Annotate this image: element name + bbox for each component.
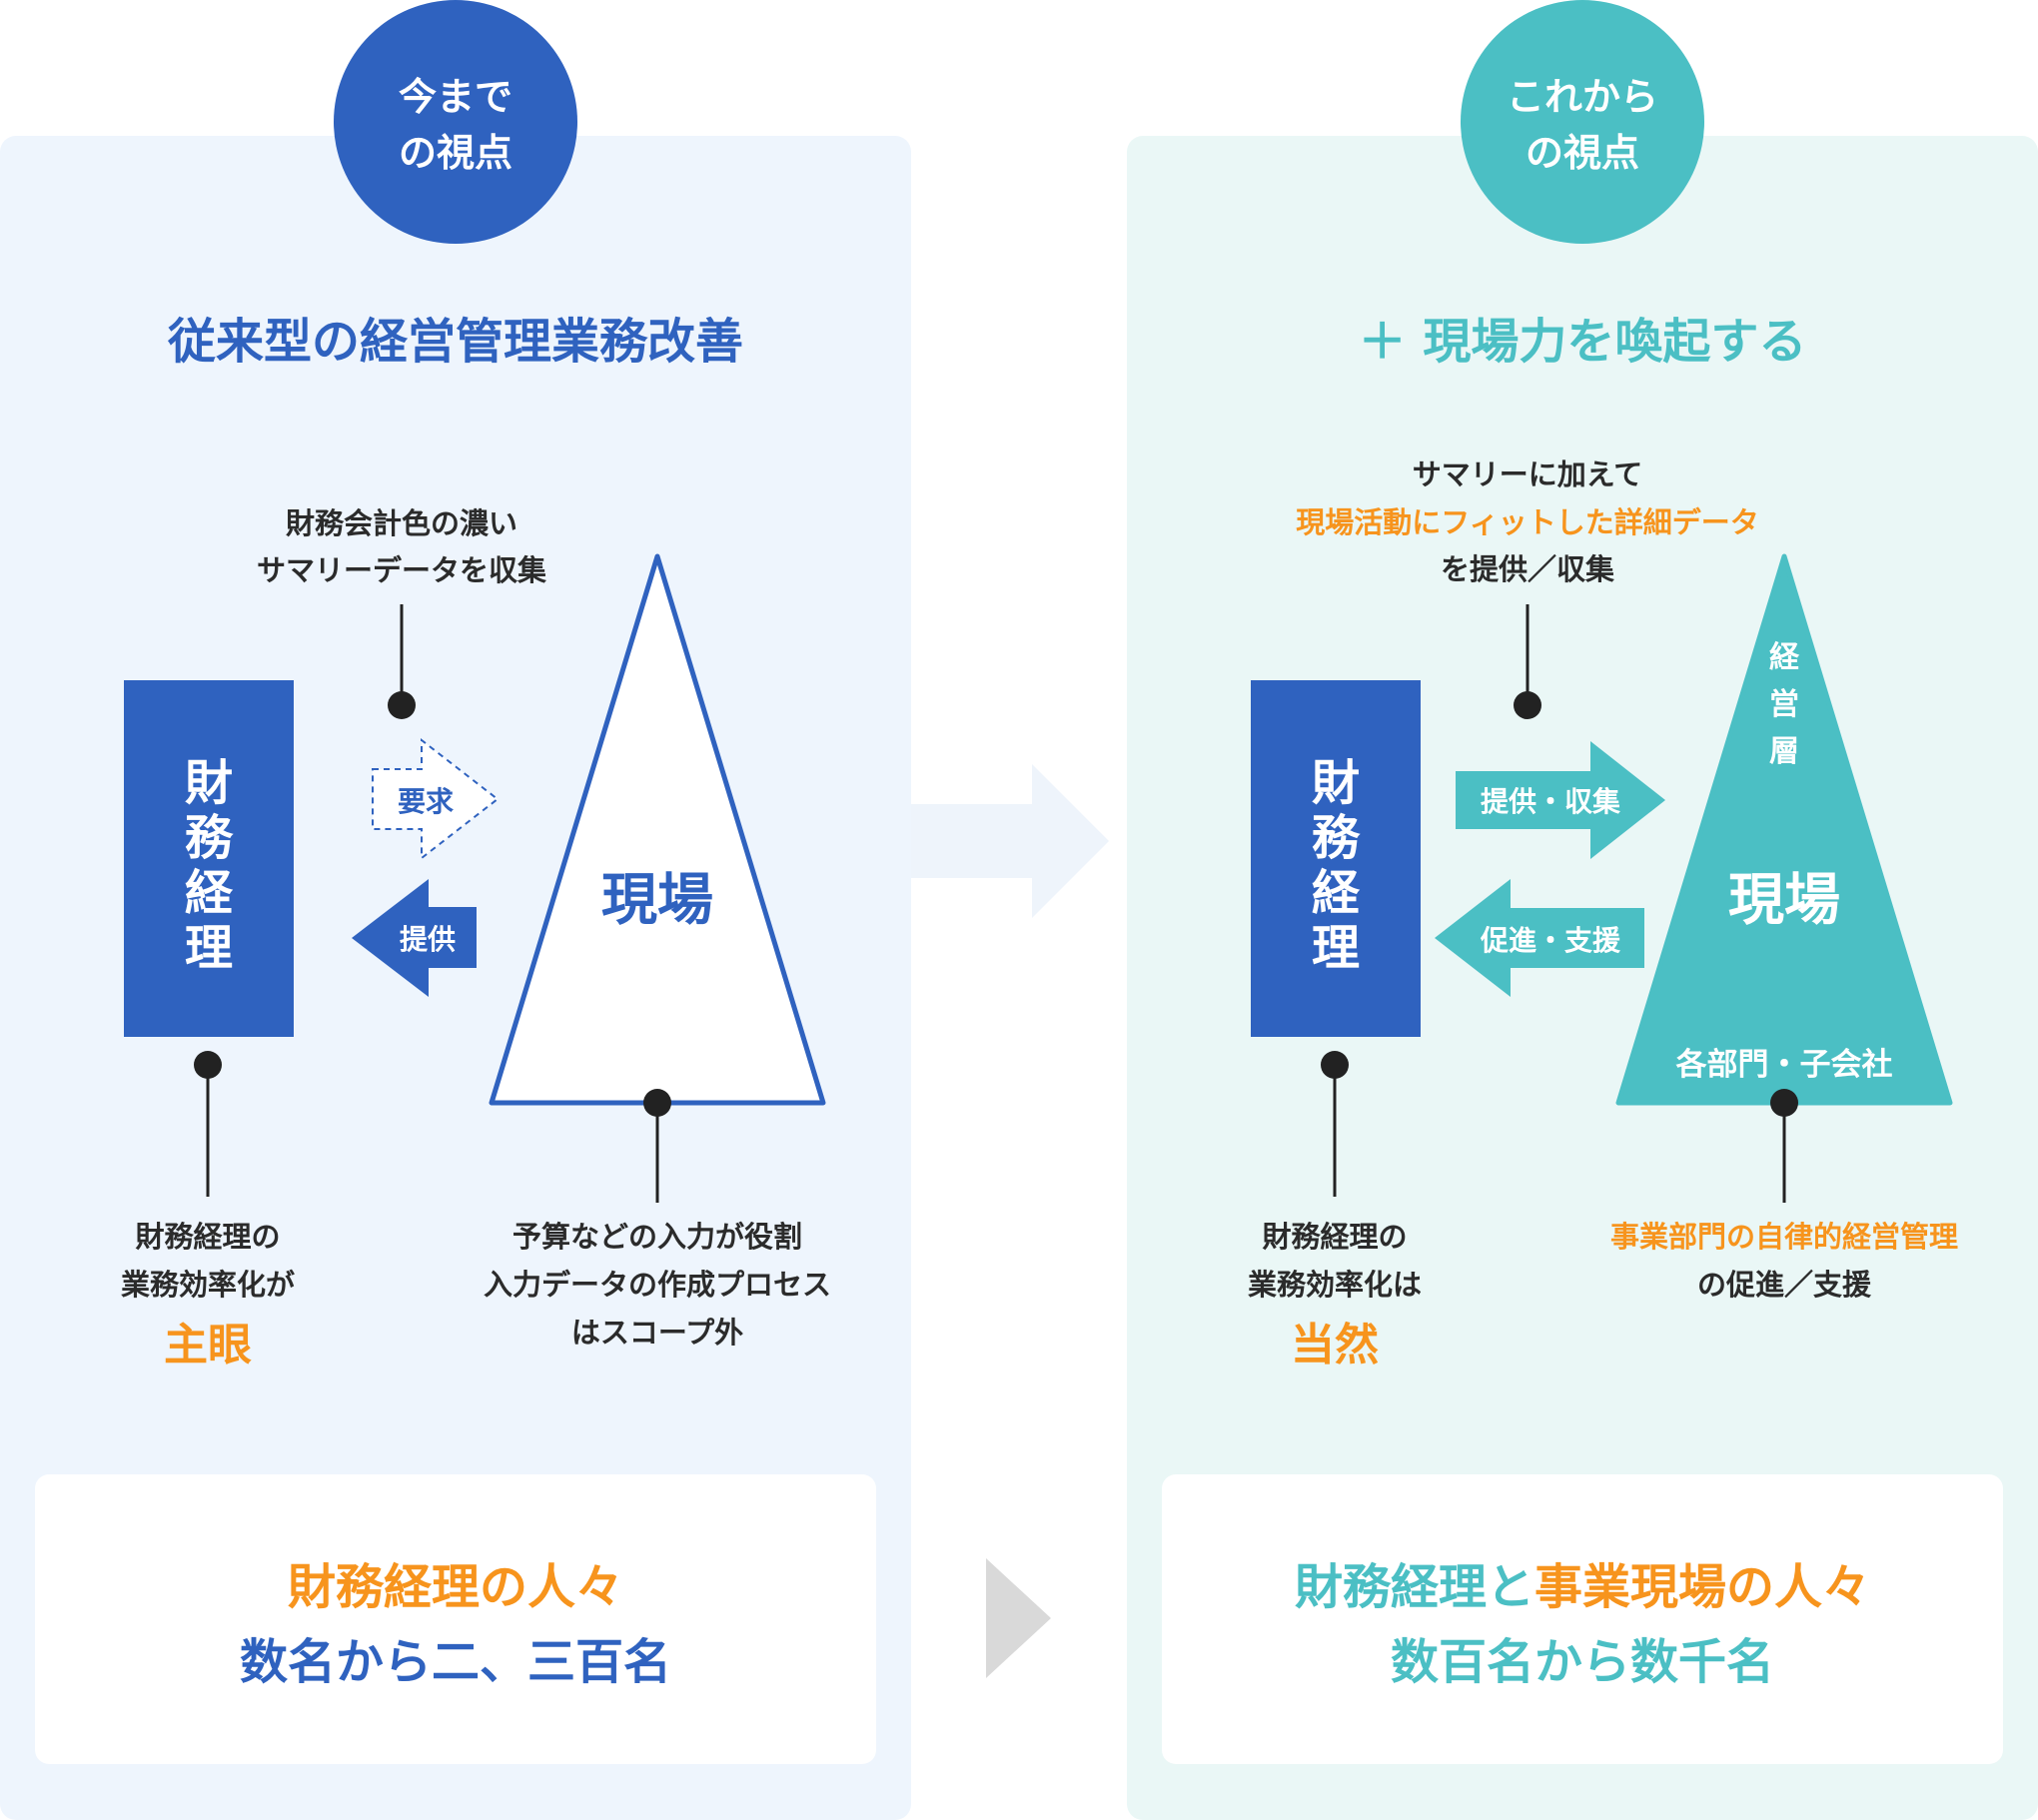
right-heading: ＋ 現場力を喚起する: [1359, 314, 1807, 370]
left-finance-char-4: 理: [185, 920, 233, 976]
left-bottom-right-line3: はスコープ外: [571, 1316, 743, 1350]
left-top-note-line1: 財務会計色の濃い: [286, 506, 517, 540]
left-provide-arrow: [352, 879, 477, 997]
right-footer-line1-b: 事業現場の人々: [1534, 1559, 1870, 1615]
left-finance-char-1: 財: [185, 755, 233, 811]
right-top-note-line3: を提供／収集: [1441, 552, 1615, 586]
right-bottom-right-line2: の促進／支援: [1697, 1268, 1872, 1302]
left-footer-line1: 財務経理の人々: [288, 1559, 623, 1615]
right-finance-char-4: 理: [1312, 920, 1360, 976]
right-bottom-right-line1: 事業部門の自律的経営管理: [1610, 1220, 1958, 1254]
right-footer-card: [1162, 1474, 2003, 1764]
right-promote-support-label: 促進・支援: [1480, 924, 1621, 957]
right-top-note-line1: サマリーに加えて: [1413, 457, 1643, 491]
right-badge-line1: これから: [1507, 75, 1658, 119]
transition-arrow-icon: [911, 764, 1109, 918]
left-bottom-left-line2: 業務効率化が: [121, 1268, 295, 1302]
left-bottom-left-line1: 財務経理の: [135, 1220, 280, 1254]
right-panel: [1127, 136, 2038, 1820]
right-finance-char-1: 財: [1312, 755, 1360, 811]
left-panel: [0, 136, 911, 1820]
right-triangle-top-char-3: 層: [1769, 734, 1799, 769]
right-top-connector-dot: [1514, 691, 1541, 719]
left-bottom-right-line2: 入力データの作成プロセス: [484, 1268, 831, 1302]
right-triangle-bottom-label: 各部門・子会社: [1675, 1047, 1893, 1083]
right-triangle-top-char-1: 経: [1769, 640, 1800, 675]
right-footer-line1-a: 財務経理と: [1295, 1559, 1534, 1615]
right-bottom-left-line1: 財務経理の: [1262, 1220, 1407, 1254]
left-footer-card: [35, 1474, 876, 1764]
left-finance-char-2: 務: [185, 810, 234, 866]
right-finance-char-3: 経: [1312, 865, 1361, 921]
left-provide-label: 提供: [400, 923, 456, 956]
right-footer-line2: 数百名から数千名: [1391, 1634, 1774, 1690]
left-footer-line2: 数名から二、三百名: [240, 1634, 671, 1690]
right-provide-collect-label: 提供・収集: [1481, 785, 1620, 818]
left-request-arrow: [372, 737, 500, 861]
left-finance-char-3: 経: [185, 865, 234, 921]
left-badge: [334, 0, 577, 244]
footer-transition-arrow-icon: [986, 1558, 1051, 1678]
left-finance-box: [124, 680, 294, 1037]
right-provide-collect-arrow: [1456, 741, 1665, 859]
right-bottom-left-emphasis: 当然: [1291, 1320, 1379, 1370]
right-badge: [1461, 0, 1704, 244]
right-bottom-left-line2: 業務効率化は: [1248, 1268, 1422, 1302]
left-top-note-line2: サマリーデータを収集: [257, 553, 547, 587]
left-bottom-left-emphasis: 主眼: [164, 1320, 252, 1370]
right-triangle-top-char-2: 営: [1769, 687, 1799, 722]
right-finance-char-2: 務: [1312, 810, 1361, 866]
right-triangle-label: 現場: [1728, 868, 1840, 933]
left-badge-line2: の視点: [399, 131, 512, 175]
left-badge-line1: 今まで: [399, 75, 512, 119]
left-request-label: 要求: [398, 785, 454, 818]
left-triangle-label: 現場: [601, 868, 713, 933]
left-heading: 従来型の経営管理業務改善: [167, 314, 743, 370]
right-badge-line2: の視点: [1526, 131, 1639, 175]
right-top-note-line2: 現場活動にフィットした詳細データ: [1296, 505, 1758, 539]
left-bottom-right-line1: 予算などの入力が役割: [512, 1220, 802, 1254]
left-top-connector-dot: [388, 691, 416, 719]
right-promote-support-arrow: [1435, 879, 1644, 997]
right-footer-line1: 財務経理と事業現場の人々: [1295, 1559, 1870, 1615]
right-finance-box: [1251, 680, 1421, 1037]
